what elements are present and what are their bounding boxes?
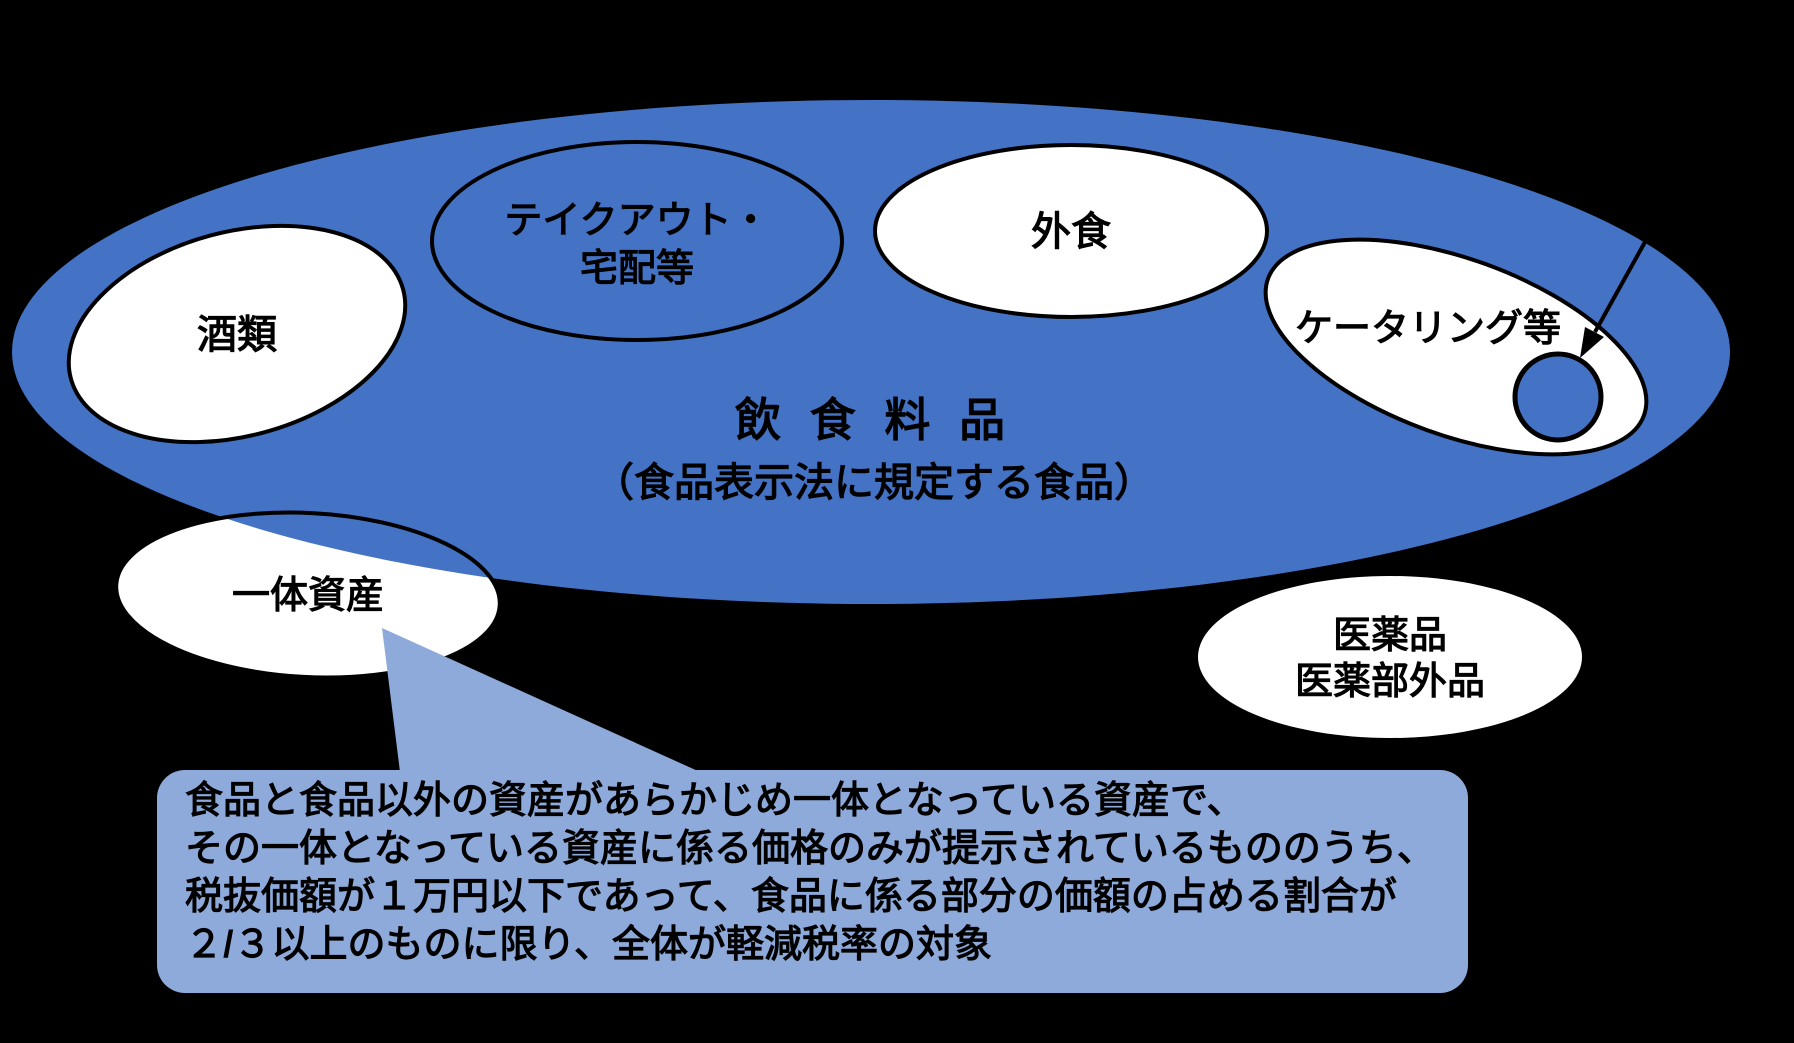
callout-text-line1: 食品と食品以外の資産があらかじめ一体となっている資産で、 <box>185 780 1244 822</box>
takeout-label-line1: テイクアウト・ <box>504 200 769 242</box>
takeout-label-line2: 宅配等 <box>580 247 694 290</box>
alcohol-ellipse <box>66 223 408 445</box>
food-region-subtitle: （食品表示法に規定する食品） <box>594 461 1154 505</box>
food-region-ellipse <box>12 100 1730 604</box>
catering-exception-circle <box>1512 351 1604 443</box>
callout-text-line2: その一体となっている資産に係る価格のみが提示されているもののうち、 <box>185 828 1435 870</box>
medicine-ellipse <box>1198 576 1582 738</box>
medicine-label-line2: 医薬部外品 <box>1295 661 1485 703</box>
callout-text-line3: 税抜価額が１万円以下であって、食品に係る部分の価額の占める割合が <box>185 876 1397 918</box>
alcohol-label: 酒類 <box>197 313 278 357</box>
medicine-label-line1: 医薬品 <box>1333 615 1447 657</box>
callout-box <box>157 770 1468 993</box>
integrated-asset-ellipse-outline <box>114 510 502 680</box>
callout-pointer <box>382 628 700 772</box>
eating-out-label: 外食 <box>1031 210 1112 254</box>
catering-label: ケータリング等 <box>1295 308 1561 350</box>
eating-out-ellipse <box>873 143 1269 319</box>
integrated-asset-label: 一体資産 <box>232 575 384 617</box>
food-region-title: 飲 食 料 品 <box>735 394 1013 446</box>
exception-arrow-icon <box>1580 241 1647 358</box>
callout-text-line4: ２/３以上のものに限り、全体が軽減税率の対象 <box>185 923 992 966</box>
takeout-ellipse <box>430 140 844 342</box>
